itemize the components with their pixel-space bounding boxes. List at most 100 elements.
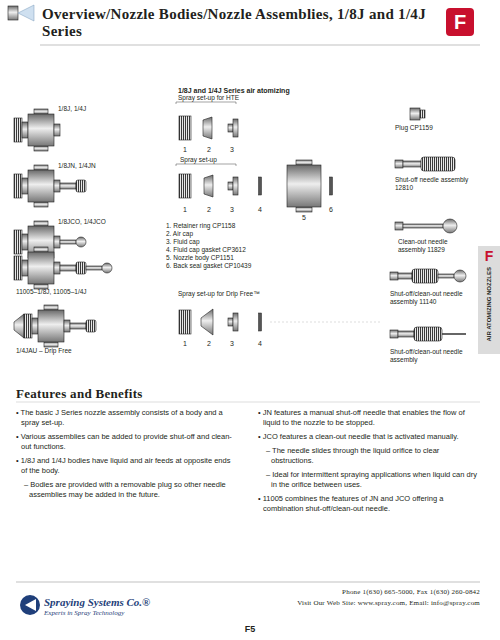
logo-spray xyxy=(25,599,36,611)
part-3 xyxy=(228,119,238,137)
company-tagline: Experts in Spray Technology xyxy=(44,609,204,618)
callout-number: 1 xyxy=(180,340,190,348)
callout-number: 2 xyxy=(204,206,214,214)
callout-number: 3 xyxy=(227,146,237,154)
callout-number: 1 xyxy=(180,206,190,214)
model-label: 1/8JCO, 1/4JCO xyxy=(58,218,138,226)
page-number: F5 xyxy=(200,624,300,634)
feature-bullet: • 1/8J and 1/4J bodies have liquid and a… xyxy=(16,456,234,476)
callout-number: 3 xyxy=(227,206,237,214)
feature-bullet: • JN features a manual shut-off needle t… xyxy=(258,408,480,428)
feature-bullet: – Ideal for intermittent spraying applic… xyxy=(258,470,480,490)
part-5-body xyxy=(287,165,321,207)
part-label: Plug CP1159 xyxy=(395,124,475,132)
bracket xyxy=(176,102,236,104)
header-icon xyxy=(8,6,18,20)
model-label: 1/8JN, 1/4JN xyxy=(58,162,138,170)
feature-bullet: • Various assemblies can be added to pro… xyxy=(16,432,234,452)
part-1 xyxy=(179,174,191,198)
part-label: Shut-off needle assembly 12810 xyxy=(395,176,470,192)
callout-number: 1 xyxy=(180,146,190,154)
stem xyxy=(398,331,414,337)
combo-needle xyxy=(60,262,86,274)
page-title: Overview/Nozzle Bodies/Nozzle Assemblies… xyxy=(42,6,437,40)
section-heading: Features and Benefits xyxy=(16,386,236,401)
assembly-11005 xyxy=(14,247,60,289)
diagram-heading: 1/8J and 1/4J Series air atomizing xyxy=(178,86,378,95)
assembly-jau xyxy=(24,305,70,347)
combo-knob xyxy=(86,263,112,273)
callout-number: 4 xyxy=(255,206,265,214)
part-2 xyxy=(204,175,213,197)
knob xyxy=(412,269,438,283)
parts-list-item: 1. Retainer ring CP1158 xyxy=(166,222,316,230)
part-3 xyxy=(228,313,238,331)
drip-free-tip xyxy=(14,314,24,338)
knob xyxy=(414,327,442,341)
section-badge: F xyxy=(446,8,474,36)
tab-caption: AIR ATOMIZING NOZZLES xyxy=(485,267,493,342)
callout-number: 5 xyxy=(299,214,309,222)
section-letter: F xyxy=(485,249,494,264)
model-label: 1/8J, 1/4J xyxy=(58,105,128,113)
parts-list-item: 4. Fluid cap gasket CP3612 xyxy=(166,246,316,254)
logo-mark xyxy=(20,595,40,615)
callout-number: 2 xyxy=(204,340,214,348)
dripfree-needle xyxy=(70,320,96,332)
setup-label: Spray set-up for HTE xyxy=(178,94,278,102)
stem xyxy=(403,224,443,228)
model-label: 1/4JAU – Drip Free xyxy=(16,347,116,355)
feature-bullet: – Bodies are provided with a removable p… xyxy=(16,480,234,500)
fitting xyxy=(395,222,403,230)
side-tab: F AIR ATOMIZING NOZZLES xyxy=(478,246,500,354)
liquid-port xyxy=(296,207,312,212)
guide-line xyxy=(270,322,380,323)
footer-rule xyxy=(16,582,480,583)
section-letter: F xyxy=(454,12,466,32)
feature-bullet: • 11005 combines the features of JN and … xyxy=(258,494,480,514)
fitting xyxy=(390,272,398,280)
part-6 xyxy=(330,177,333,195)
parts-list-item: 2. Air cap xyxy=(166,230,316,238)
stem xyxy=(403,161,421,167)
bracket xyxy=(176,164,236,166)
parts-list-item: 5. Nozzle body CP1151 xyxy=(166,254,316,262)
knob xyxy=(421,157,455,171)
bullet-column: • JN features a manual shut-off needle t… xyxy=(258,408,480,518)
part-1 xyxy=(179,310,191,334)
fitting xyxy=(395,160,403,168)
section-rule xyxy=(16,402,480,403)
setup-label: Spray set-up for Drip Free™ xyxy=(178,290,308,298)
part-4 xyxy=(259,313,262,331)
callout-number: 6 xyxy=(326,206,336,214)
stem xyxy=(398,273,412,279)
plug xyxy=(410,108,420,120)
feature-bullet: • The basic J Series nozzle assembly con… xyxy=(16,408,234,428)
hte-air-cap xyxy=(203,117,212,139)
parts-list-item: 6. Back seal gasket CP10439 xyxy=(166,262,316,270)
air-port xyxy=(296,160,312,165)
part-label: Clean-out needle assembly 11829 xyxy=(398,238,473,254)
assembly-j xyxy=(14,109,60,151)
parts-list-item: 3. Fluid cap xyxy=(166,238,316,246)
callout-number: 4 xyxy=(255,340,265,348)
model-label: 11005–1/8J, 11005–1/4J xyxy=(16,288,126,296)
header-rule xyxy=(40,45,480,46)
part-label: Shut-off/clean-out needle assembly xyxy=(390,348,475,364)
fitting xyxy=(390,330,398,338)
spray-cone xyxy=(18,5,34,21)
cleanout-needle xyxy=(60,237,86,247)
shutoff-needle xyxy=(60,180,86,192)
dripfree-air-cap xyxy=(201,309,213,335)
part-3 xyxy=(228,177,238,195)
part-1 xyxy=(179,116,191,140)
plug-head xyxy=(420,110,425,118)
assembly-jn xyxy=(14,165,60,207)
contact-line: Phone 1(630) 665-5000, Fax 1(630) 260-08… xyxy=(200,587,480,597)
feature-bullet: – The needle slides through the liquid o… xyxy=(258,446,480,466)
bullet-column: • The basic J Series nozzle assembly con… xyxy=(16,408,234,504)
callout-number: 3 xyxy=(227,340,237,348)
setup-label: Spray set-up xyxy=(180,156,260,164)
